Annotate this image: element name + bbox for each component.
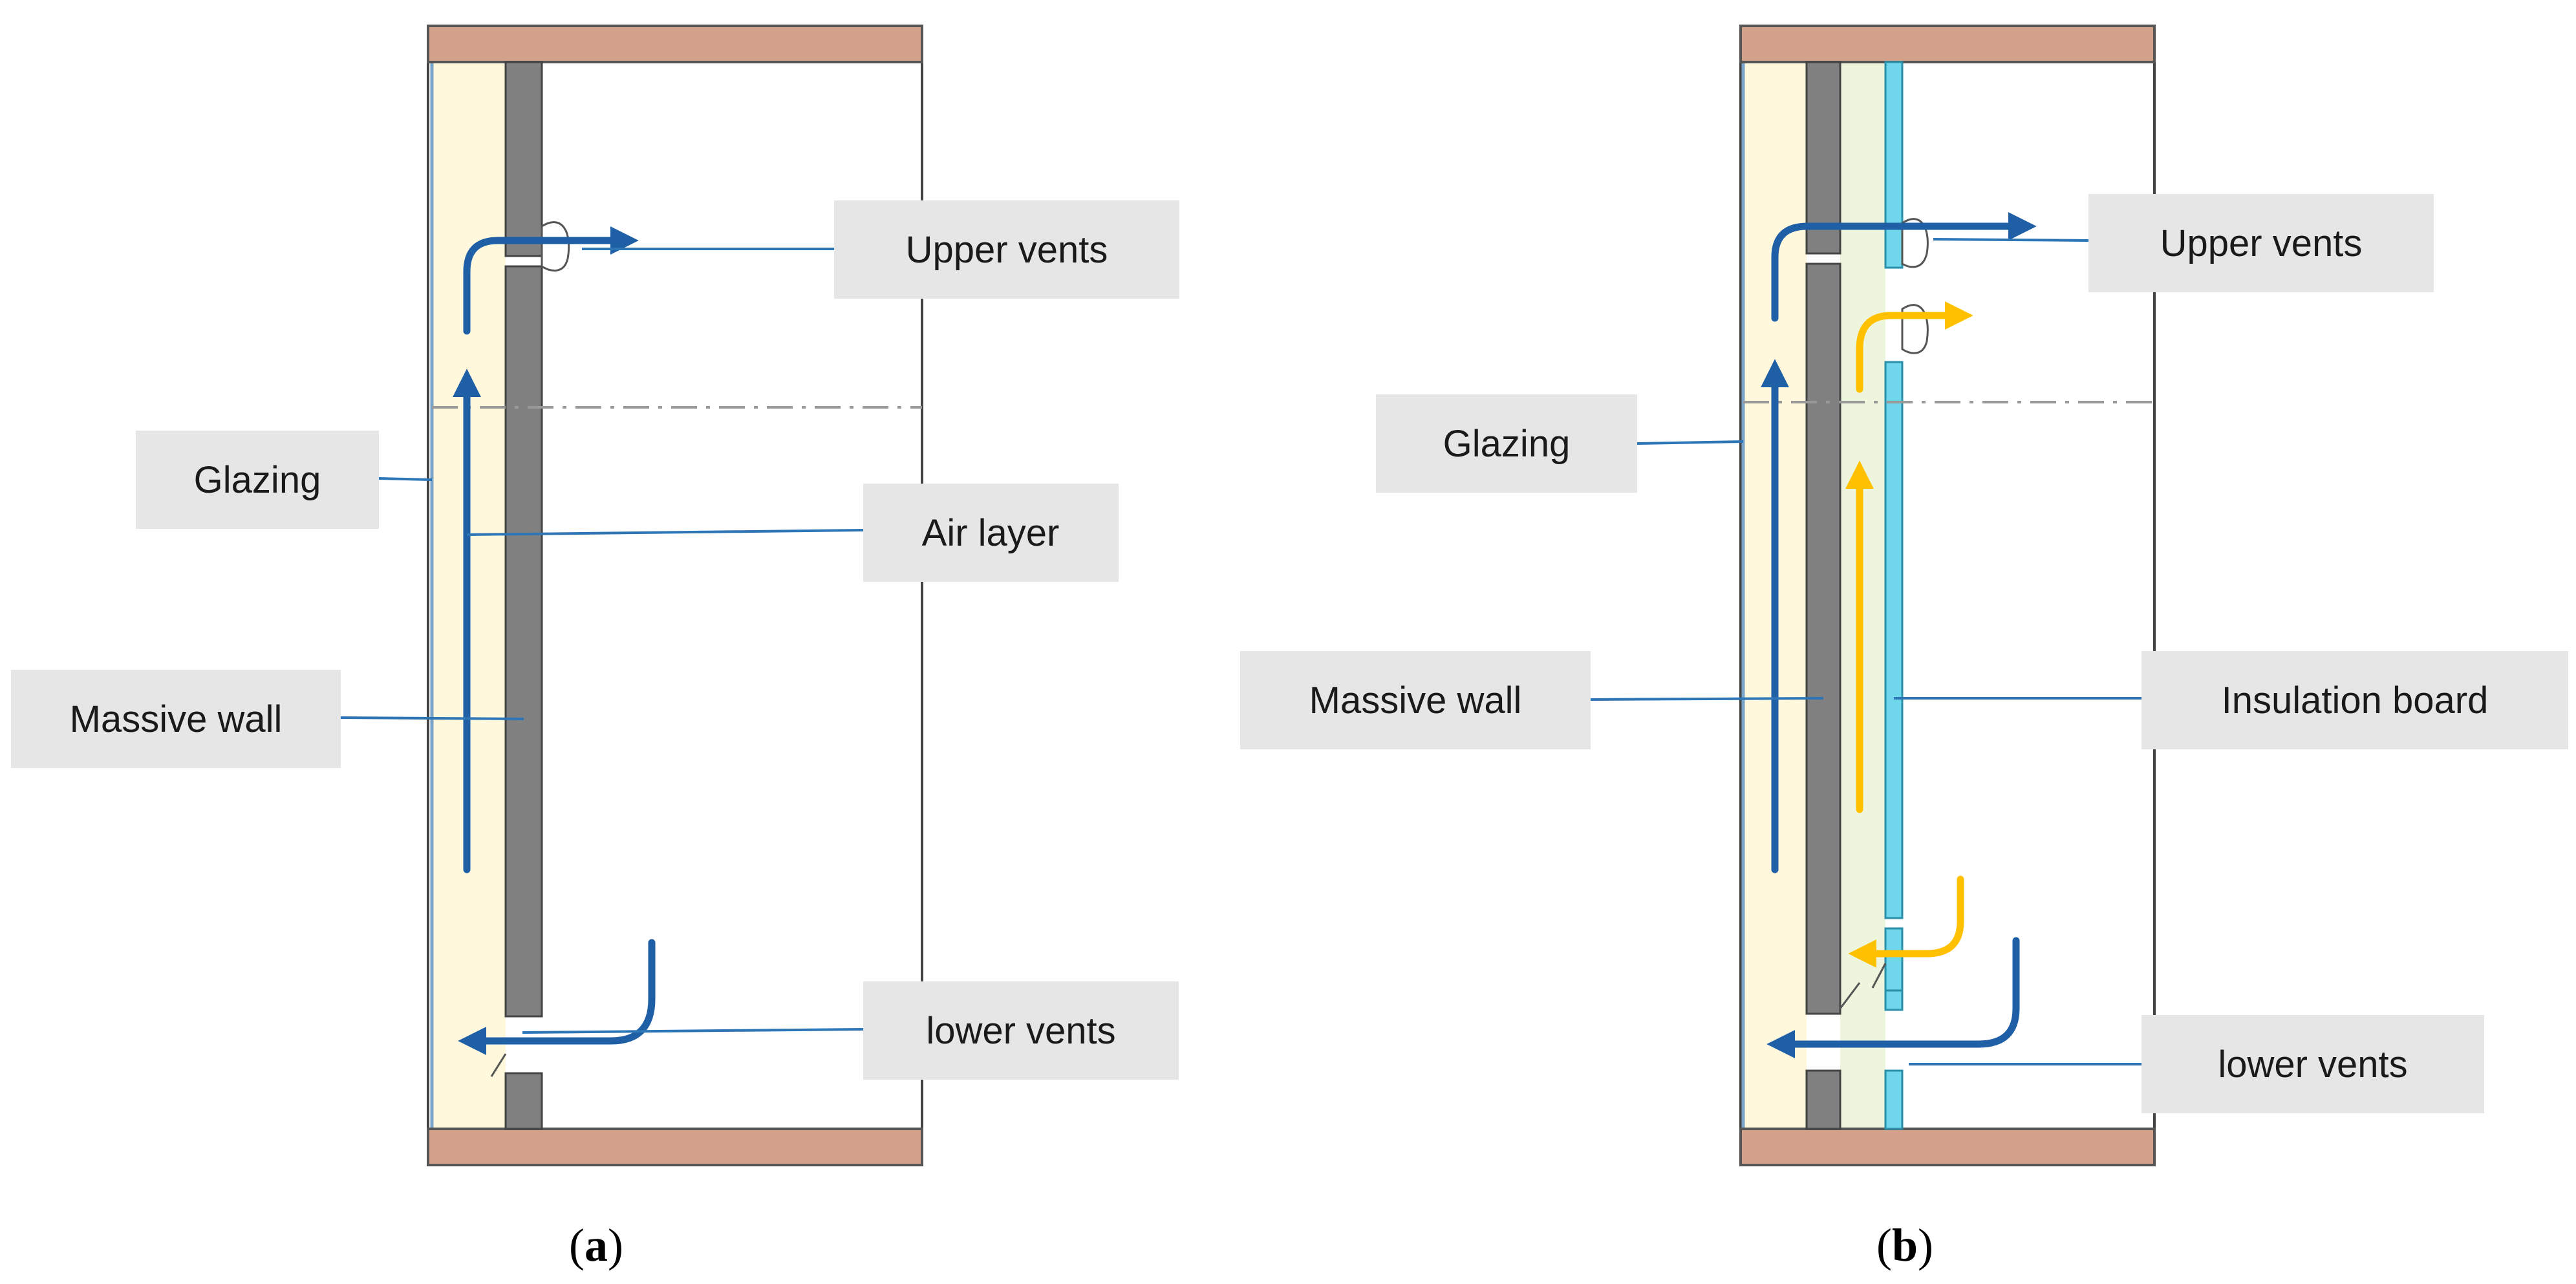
label-massive-wall: Massive wall: [1240, 651, 1591, 749]
label-glazing: Glazing: [136, 431, 379, 529]
svg-text:Upper vents: Upper vents: [2160, 222, 2363, 264]
inner-air-flow-top-bend-arrow: [1856, 301, 1973, 393]
insulation-board-main: [1884, 361, 1904, 919]
lower-vent-flap: [490, 1053, 507, 1077]
upper-vent-flap: [1901, 218, 1929, 268]
svg-text:Glazing: Glazing: [194, 459, 321, 501]
outer-air-flow-top-bend-arrow: [1771, 212, 2037, 322]
svg-text:lower vents: lower vents: [2218, 1043, 2407, 1086]
label-lower-vents: lower vents: [863, 981, 1179, 1080]
massive-wall-main: [1805, 262, 1841, 1015]
label-glazing: Glazing: [1376, 394, 1637, 493]
label-lower-vents: lower vents: [2141, 1015, 2484, 1113]
upper-vent-flap: [541, 221, 570, 272]
svg-text:Massive wall: Massive wall: [1309, 679, 1522, 722]
lower-vent-flap: [1871, 963, 1887, 989]
panel-b: Upper vents Glazing Massive wall Insulat…: [1240, 25, 2568, 1271]
svg-text:Upper vents: Upper vents: [906, 229, 1108, 271]
svg-text:Massive wall: Massive wall: [70, 698, 283, 740]
bottom-slab: [1739, 1128, 2156, 1166]
panel-b-caption: (b): [1876, 1219, 1933, 1271]
svg-text:Insulation board: Insulation board: [2222, 679, 2489, 722]
svg-text:lower vents: lower vents: [926, 1010, 1115, 1052]
insulation-board-bottom: [1884, 1069, 1904, 1130]
panel-a: Upper vents Glazing Air layer Massive wa…: [11, 25, 1179, 1271]
bottom-slab: [427, 1128, 923, 1166]
label-upper-vents: Upper vents: [834, 200, 1179, 299]
leader-air-layer: [466, 529, 864, 536]
air-flow-top-bend-arrow: [463, 226, 639, 335]
massive-wall-bottom: [1805, 1069, 1841, 1130]
panel-a-caption: (a): [569, 1219, 623, 1271]
svg-text:Air layer: Air layer: [922, 512, 1060, 554]
massive-wall-top: [1805, 61, 1841, 255]
label-insulation-board: Insulation board: [2141, 651, 2568, 749]
svg-text:Glazing: Glazing: [1443, 423, 1571, 465]
leader-massive-wall: [340, 716, 524, 720]
leader-glazing: [378, 477, 433, 481]
top-slab: [1739, 25, 2156, 63]
leader-massive-wall: [1590, 697, 1824, 701]
top-slab: [427, 25, 923, 63]
leader-upper-vents: [1933, 238, 2089, 242]
insulation-board-top: [1884, 61, 1904, 269]
outer-air-flow-bottom-bend-arrow: [1766, 937, 2020, 1058]
massive-wall-main: [504, 265, 543, 1018]
insulation-board-lower: [1884, 927, 1904, 994]
label-air-layer: Air layer: [863, 484, 1119, 582]
leader-lower-vents: [522, 1028, 864, 1034]
lower-vent-flap-2: [1839, 982, 1861, 1009]
massive-wall-top: [504, 61, 543, 257]
leader-glazing: [1637, 440, 1744, 445]
insulation-board-vent: [1884, 989, 1904, 1011]
label-upper-vents: Upper vents: [2088, 194, 2434, 292]
massive-wall-bottom: [504, 1072, 543, 1130]
label-massive-wall: Massive wall: [11, 670, 341, 768]
inner-air-flow-bottom-bend-arrow: [1848, 875, 1964, 968]
